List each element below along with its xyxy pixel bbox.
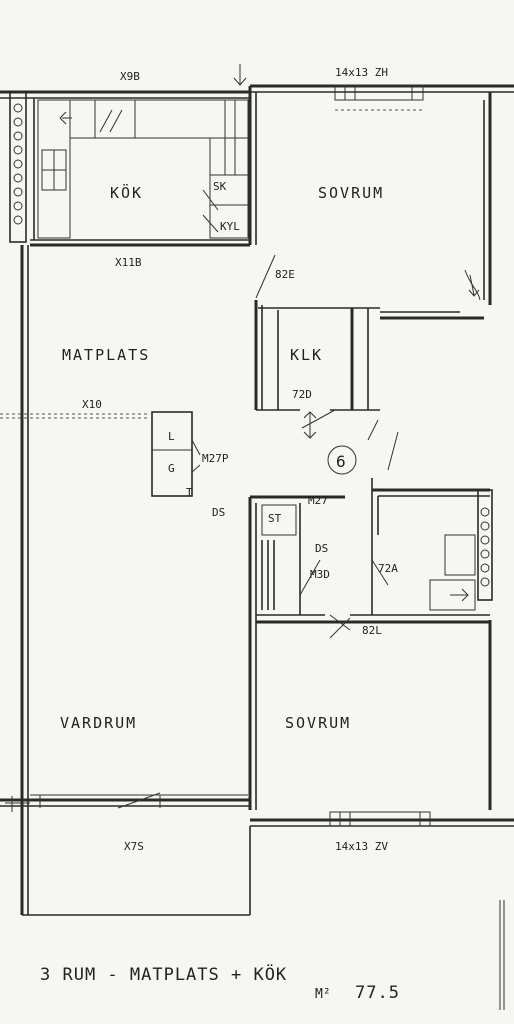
bedroom-top-walls (380, 100, 485, 320)
room-label-klk: KLK (290, 346, 323, 364)
fixture-label-kyl: KYL (220, 220, 240, 233)
marker-circle (327, 445, 357, 475)
kitchen-walls (9, 64, 257, 247)
code-72d: 72D (292, 388, 312, 401)
closet-walls (254, 254, 399, 471)
footer-description: 3 RUM - MATPLATS + KÖK (40, 963, 287, 985)
fixture-label-g: G (168, 462, 175, 475)
fixture-label-t: T (186, 486, 193, 499)
hall-divider (0, 411, 201, 497)
marker-number: 6 (336, 452, 346, 471)
dimension-x9b: X9B (120, 70, 140, 83)
room-label-sovrum-bottom: SOVRUM (285, 714, 351, 732)
code-ds-bath: DS (315, 542, 328, 555)
radiator-right (477, 489, 493, 601)
window-living (5, 792, 248, 812)
room-label-vardrum: VARDRUM (60, 714, 137, 732)
dimension-window-top: 14x13 ZH (335, 66, 388, 79)
room-label-matplats: MATPLATS (62, 346, 150, 364)
footer-area: 77.5 (355, 983, 400, 1003)
code-ds-hall: DS (212, 506, 225, 519)
dimension-x7s: X7S (124, 840, 144, 853)
code-m27: M27 (308, 494, 328, 507)
footer-unit: M² (315, 987, 331, 1002)
room-label-sovrum-top: SOVRUM (318, 184, 384, 202)
window-bottom (329, 811, 431, 827)
code-72a: 72A (378, 562, 398, 575)
code-82e: 82E (275, 268, 295, 281)
dimension-x11b: X11B (115, 256, 142, 269)
window-top (334, 85, 424, 111)
fixture-label-st: ST (268, 512, 282, 525)
radiator-left (13, 103, 23, 225)
room-label-kok: KÖK (110, 183, 143, 202)
outer-walls (0, 84, 514, 916)
fixture-label-sk: SK (213, 180, 227, 193)
code-m27p: M27P (202, 452, 229, 465)
dimension-window-bottom: 14x13 ZV (335, 840, 388, 853)
code-82l: 82L (362, 624, 382, 637)
bathroom-walls (248, 478, 490, 810)
fixture-label-l: L (168, 430, 175, 443)
dimension-x10: X10 (82, 398, 102, 411)
code-m3d: M3D (310, 568, 330, 581)
